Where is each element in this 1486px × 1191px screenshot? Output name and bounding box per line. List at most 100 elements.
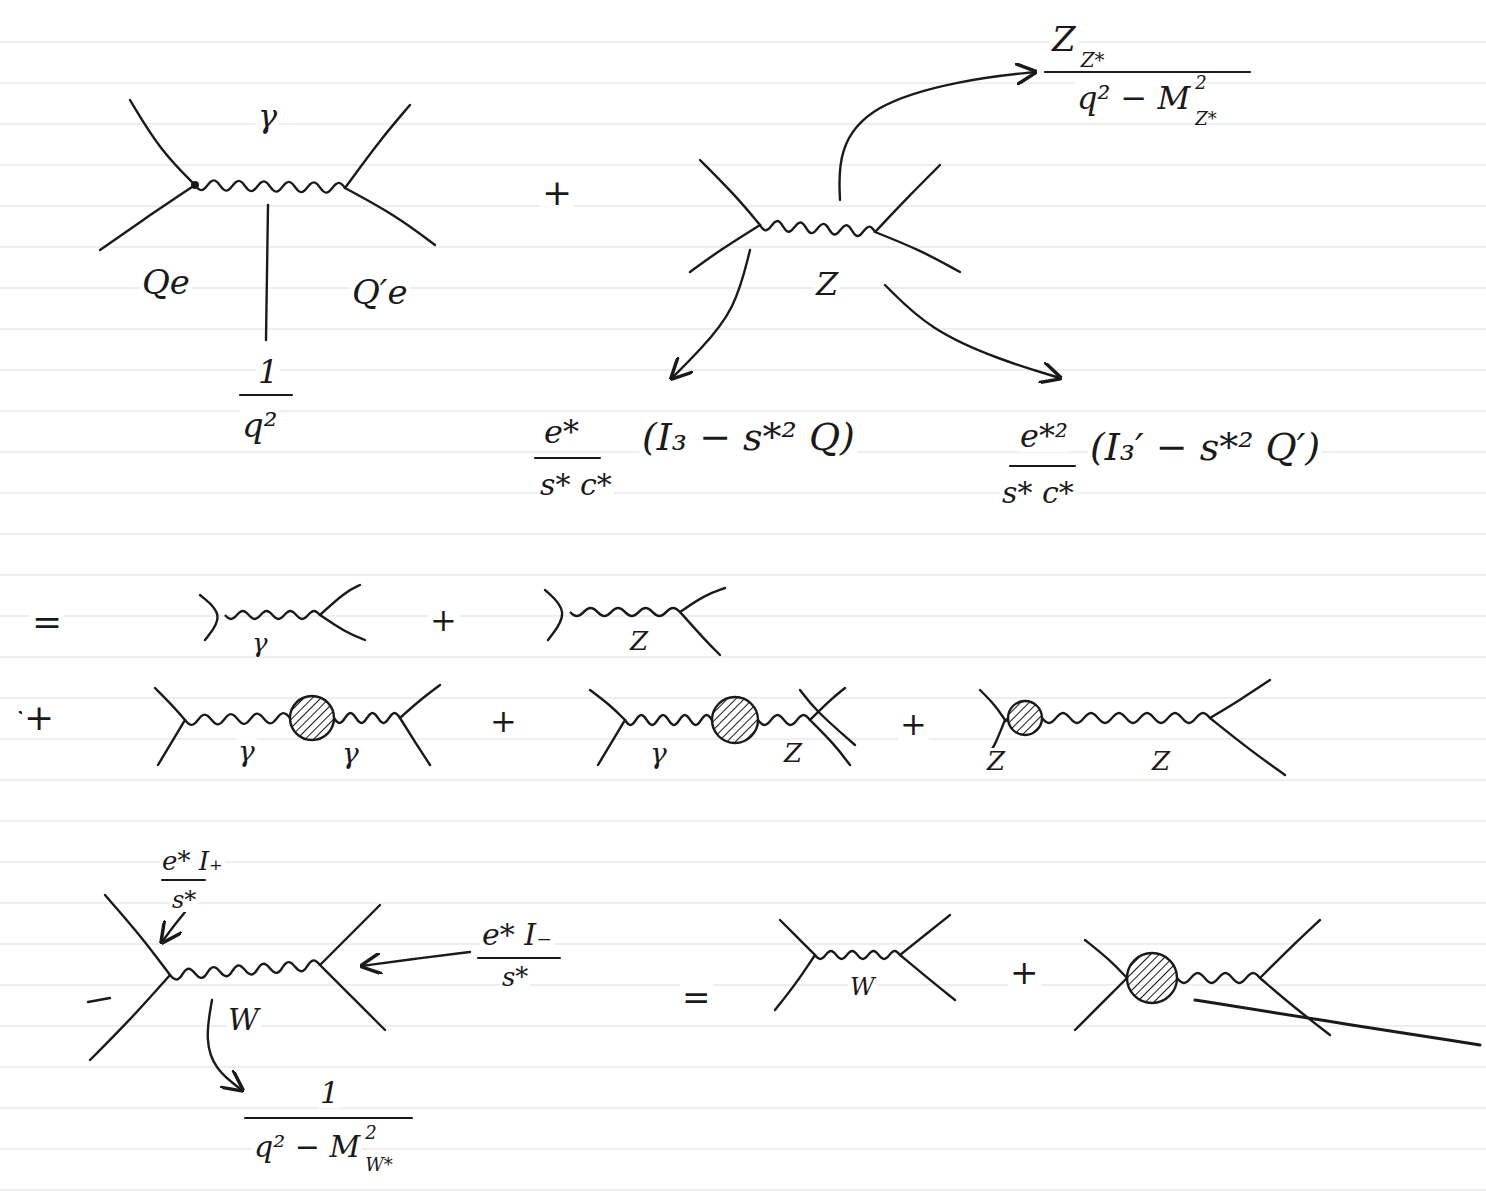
math-label: +	[540, 175, 574, 211]
ruled-line	[0, 165, 1486, 166]
fermion-line	[1260, 920, 1320, 978]
ruled-line	[0, 288, 1486, 289]
math-label: Z	[782, 740, 804, 766]
fraction-bar	[162, 879, 205, 881]
propagator-wave	[625, 715, 712, 725]
propagator-wave	[570, 608, 680, 616]
fermion-line	[598, 720, 625, 765]
propagator-wave	[170, 960, 320, 979]
fraction-bar	[1010, 465, 1075, 467]
crossing-stroke	[800, 690, 855, 745]
self-energy-blob	[1127, 953, 1177, 1003]
math-label: W	[848, 975, 877, 999]
ruled-line	[0, 370, 1486, 371]
vertex-dot	[191, 181, 199, 189]
fraction-bar	[245, 1117, 412, 1119]
math-label: +	[488, 705, 519, 737]
propagator-wave	[815, 951, 900, 959]
fermion-line	[400, 685, 440, 718]
propagator-wave	[185, 713, 290, 725]
ruled-line	[0, 575, 1486, 576]
fermion-line	[158, 720, 185, 765]
math-label: γ	[256, 100, 279, 132]
propagator-wave	[334, 713, 400, 723]
fermion-line	[680, 588, 725, 612]
math-label: γ	[250, 630, 270, 656]
leader-line	[266, 205, 268, 340]
fermion-line	[320, 905, 380, 965]
ruled-line	[0, 83, 1486, 84]
leader-arrow	[885, 285, 1060, 378]
math-label: γ	[340, 740, 361, 768]
fermion-line	[900, 915, 950, 955]
math-label: e* I₋	[480, 920, 554, 950]
math-label: s* c*	[538, 470, 614, 500]
ruled-line	[0, 329, 1486, 330]
math-label: q² − M	[1075, 82, 1192, 114]
fermion-line	[200, 595, 218, 640]
fermion-line	[680, 612, 720, 655]
leader-arrow	[839, 72, 1035, 200]
math-label: (I₃′ − s*² Q′)	[1088, 428, 1322, 466]
index-script: Z*	[1079, 50, 1107, 70]
math-label: =	[30, 604, 64, 640]
fermion-line	[105, 895, 170, 975]
self-energy-blob	[1008, 701, 1042, 735]
index-script: Z*	[1193, 110, 1219, 128]
math-label: +	[1008, 955, 1041, 989]
fermion-line	[775, 955, 815, 1010]
fermion-line	[100, 185, 195, 250]
fraction-bar	[1045, 71, 1250, 73]
math-label: 1	[256, 356, 280, 388]
fermion-line	[320, 585, 360, 615]
math-label: Z	[1050, 22, 1078, 56]
ruled-line	[0, 1026, 1486, 1027]
fermion-line	[590, 690, 625, 720]
fermion-line	[1075, 978, 1127, 1030]
math-label: +	[428, 604, 459, 636]
math-label: s*	[500, 964, 530, 990]
propagator-wave	[758, 715, 810, 725]
leader-arrow	[362, 952, 470, 966]
fermion-line	[875, 165, 940, 232]
math-label: e*	[542, 416, 581, 448]
fraction-bar	[535, 457, 600, 459]
math-label: s* c*	[1000, 478, 1076, 508]
math-label: s*	[170, 888, 198, 912]
fermion-line	[700, 160, 760, 225]
fraction-bar	[478, 957, 560, 959]
ruled-line	[0, 985, 1486, 986]
propagator-wave	[760, 221, 875, 236]
ruled-line	[0, 124, 1486, 125]
math-label: Qe	[140, 265, 192, 299]
fermion-line	[155, 688, 185, 720]
index-script: 2	[363, 1124, 378, 1142]
ruled-line	[0, 411, 1486, 412]
ruled-line	[0, 534, 1486, 535]
math-label: q² − M	[252, 1132, 362, 1162]
fermion-line	[980, 690, 1005, 720]
fermion-line	[345, 188, 435, 245]
math-label: q²	[240, 408, 279, 442]
ruled-line	[0, 493, 1486, 494]
self-energy-blob	[290, 696, 334, 740]
fermion-line	[345, 105, 410, 188]
leader-arrow	[672, 250, 750, 378]
fermion-line	[780, 920, 815, 955]
fermion-line	[1210, 718, 1285, 775]
math-label: Z	[1150, 748, 1172, 774]
index-script: 2	[1193, 74, 1208, 92]
ruled-line	[0, 42, 1486, 43]
propagator-wave	[1177, 973, 1260, 983]
math-label: =	[680, 980, 713, 1014]
fermion-line	[1260, 978, 1330, 1035]
math-label: +	[898, 708, 929, 740]
fermion-line	[810, 688, 845, 720]
ruled-line	[0, 780, 1486, 781]
ruled-line	[0, 657, 1486, 658]
math-label: e* I₊	[160, 848, 225, 874]
math-label: γ	[648, 740, 669, 768]
fermion-line	[90, 975, 170, 1060]
